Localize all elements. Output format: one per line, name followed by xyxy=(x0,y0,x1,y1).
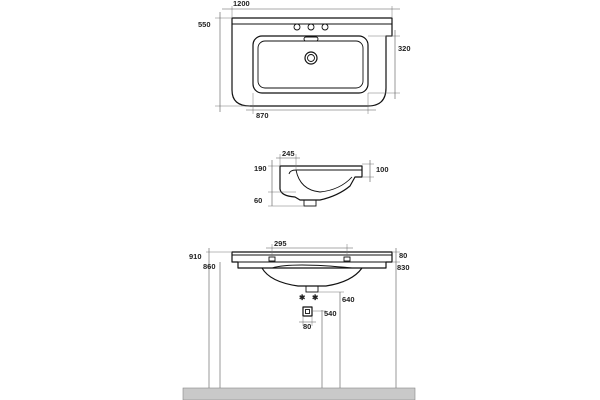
drain-label: 60 xyxy=(254,196,262,205)
side-view: 245 190 60 100 xyxy=(254,149,389,207)
tap-marker-right xyxy=(343,256,351,262)
fixing-point-left-icon: ✱ xyxy=(299,293,306,302)
top-view-drain xyxy=(304,51,318,65)
tap-hole-right-icon xyxy=(321,23,329,31)
fixing-point-right-icon: ✱ xyxy=(312,293,319,302)
top-view-overflow-slot xyxy=(303,36,319,42)
bottom-height-label: 830 xyxy=(397,263,410,272)
overall-height-label: 910 xyxy=(189,252,202,261)
top-view: 1200 550 320 870 xyxy=(198,0,411,120)
depth-label: 550 xyxy=(198,20,211,29)
mount-height-label: 860 xyxy=(203,262,216,271)
bowl-depth-label: 320 xyxy=(398,44,411,53)
height-label: 190 xyxy=(254,164,267,173)
rim-label: 245 xyxy=(282,149,295,158)
top-thickness-label: 80 xyxy=(399,251,407,260)
outlet-size-label: 80 xyxy=(303,322,311,331)
bowl-width-label: 870 xyxy=(256,111,269,120)
tap-spacing-label: 295 xyxy=(274,239,287,248)
top-view-bowl xyxy=(252,35,369,94)
width-label: 1200 xyxy=(233,0,250,8)
outlet-symbol-icon xyxy=(302,306,313,317)
waste-height-label: 640 xyxy=(342,295,355,304)
top-view-drain-inner xyxy=(307,54,315,62)
front-view: ✱ ✱ 295 80 830 910 860 640 540 xyxy=(189,239,410,388)
tap-hole-center-icon xyxy=(307,23,315,31)
front-label: 100 xyxy=(376,165,389,174)
outlet-height-label: 540 xyxy=(324,309,337,318)
tap-marker-left xyxy=(268,256,276,262)
front-view-waste-outlet xyxy=(305,285,319,293)
front-view-bowl xyxy=(261,267,363,287)
tap-hole-left-icon xyxy=(293,23,301,31)
side-view-waste-outlet xyxy=(303,199,317,207)
side-view-bowl-inner xyxy=(295,169,353,193)
side-view-rim xyxy=(280,165,363,175)
side-view-basin-outline xyxy=(279,165,363,201)
floor xyxy=(182,387,416,400)
